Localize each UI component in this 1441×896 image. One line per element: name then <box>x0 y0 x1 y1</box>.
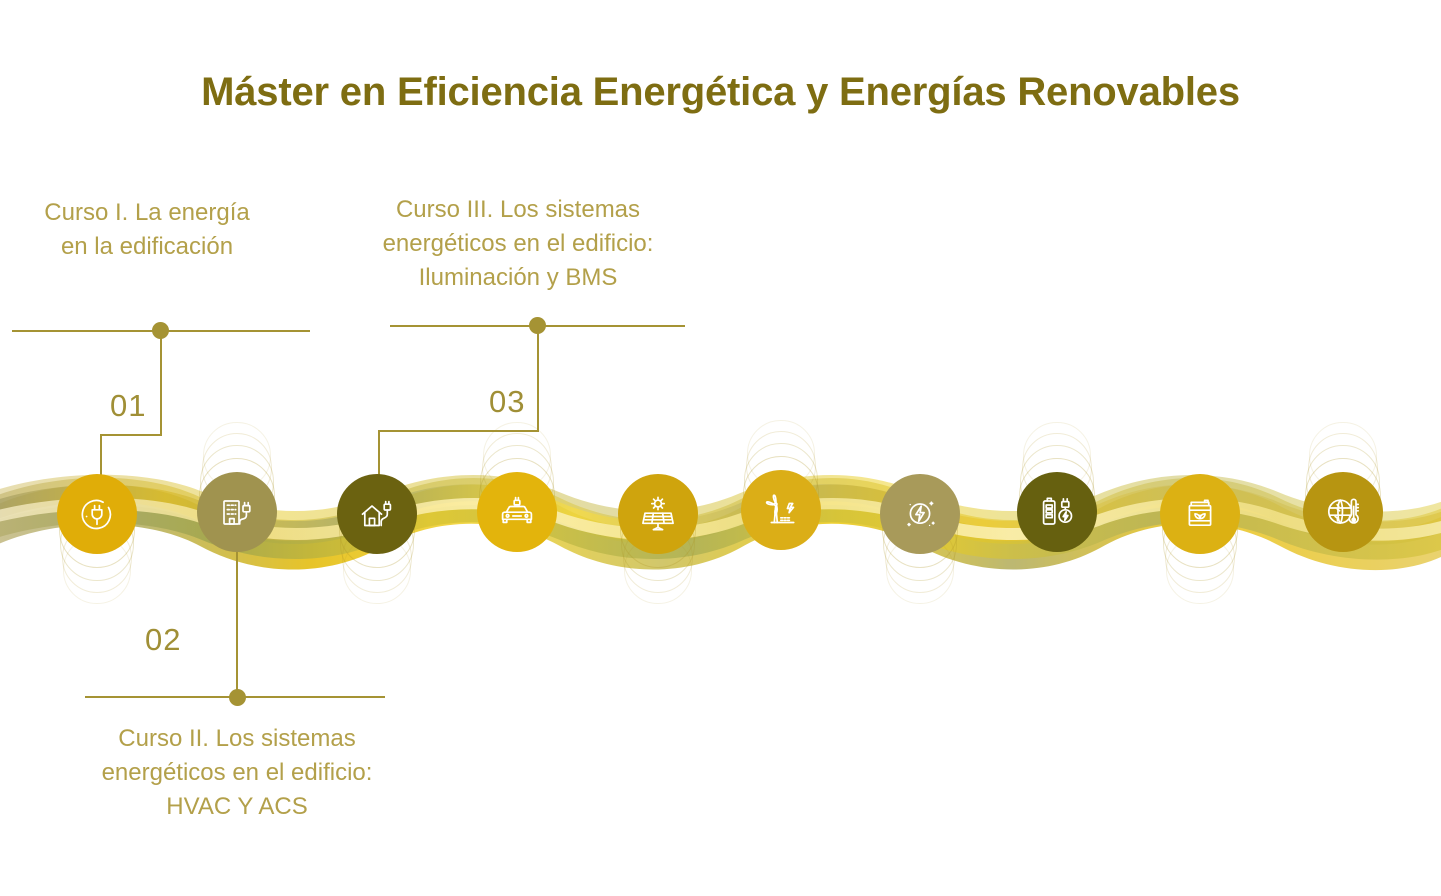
wind-turbine-icon <box>759 488 803 532</box>
step-number-01: 01 <box>110 388 147 423</box>
solar-panel-icon <box>636 492 680 536</box>
connector-01-drop <box>100 434 102 480</box>
course-label-02-line-1: Curso II. Los sistemas <box>118 725 356 752</box>
connector-03-vertical <box>537 325 539 431</box>
course-label-02-line-3: HVAC Y ACS <box>166 793 308 820</box>
plug-in-circle-icon <box>75 492 119 536</box>
course-label-03-line-1: Curso III. Los sistemas <box>395 196 641 223</box>
icon-disc-6[interactable] <box>741 470 821 550</box>
icon-disc-8[interactable] <box>1017 472 1097 552</box>
building-plug-icon <box>215 490 259 534</box>
connector-01-jog <box>100 434 162 436</box>
connector-01-vertical <box>160 330 162 435</box>
course-label-03: Curso III. Los sistemas energéticos en e… <box>346 193 690 295</box>
icon-disc-9[interactable] <box>1160 474 1240 554</box>
course-label-01-line-1: Curso I. La energía <box>44 199 250 226</box>
step-number-02: 02 <box>145 622 182 657</box>
course-label-02-line-2: energéticos en el edificio: <box>101 759 373 786</box>
icon-disc-1[interactable] <box>57 474 137 554</box>
electric-car-icon <box>495 490 539 534</box>
battery-plug-icon <box>1035 490 1079 534</box>
globe-thermometer-icon <box>1321 490 1365 534</box>
house-plug-icon <box>355 492 399 536</box>
step-number-03: 03 <box>489 384 526 419</box>
course-label-03-line-3: Iluminación y BMS <box>418 264 618 291</box>
energy-bolt-icon <box>898 492 942 536</box>
connector-03-drop <box>378 430 380 480</box>
course-label-02: Curso II. Los sistemas energéticos en el… <box>60 722 414 824</box>
page-title: Máster en Eficiencia Energética y Energí… <box>201 70 1240 114</box>
icon-disc-2[interactable] <box>197 472 277 552</box>
connector-02-dot <box>229 689 246 706</box>
course-label-03-line-2: energéticos en el edificio: <box>382 230 654 257</box>
connector-02-vertical <box>236 548 238 697</box>
biofuel-barrel-icon <box>1178 492 1222 536</box>
course-label-01: Curso I. La energía en la edificación <box>0 196 294 264</box>
course-label-01-line-2: en la edificación <box>60 233 234 260</box>
icon-disc-3[interactable] <box>337 474 417 554</box>
connector-03-jog <box>378 430 539 432</box>
